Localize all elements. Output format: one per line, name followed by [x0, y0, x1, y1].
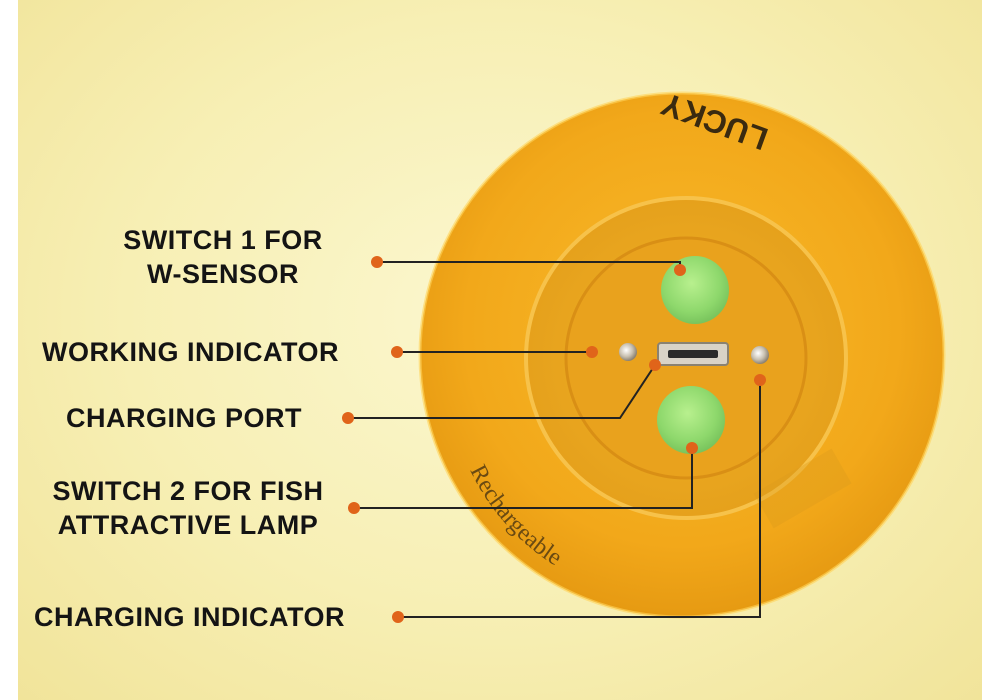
charging-indicator-dot [392, 611, 404, 623]
switch-1-button [661, 256, 729, 324]
switch-2-label-line1: SWITCH 2 FOR FISH [52, 476, 324, 506]
charging-indicator-leader [398, 380, 761, 618]
working-indicator-dot [391, 346, 403, 358]
switch-2-button [657, 386, 725, 454]
switch-1-target-dot [674, 264, 686, 276]
charging-indicator-led [751, 346, 769, 364]
switch-1-label: SWITCH 1 FOR W-SENSOR [98, 223, 348, 291]
charging-port-target-dot [649, 359, 661, 371]
charging-indicator-target-dot [754, 374, 766, 386]
working-indicator-target-dot [586, 346, 598, 358]
charging-indicator-label: CHARGING INDICATOR [34, 602, 345, 632]
charging-port-label: CHARGING PORT [66, 403, 302, 433]
working-indicator-label: WORKING INDICATOR [42, 337, 339, 367]
switch-2-dot [348, 502, 360, 514]
switch-1-label-line1: SWITCH 1 FOR [123, 225, 323, 255]
switch-1-label-line2: W-SENSOR [147, 259, 299, 289]
charging-port-dot [342, 412, 354, 424]
switch-1-dot [371, 256, 383, 268]
charging-port-leader [348, 364, 656, 419]
switch-2-target-dot [686, 442, 698, 454]
working-indicator-led [619, 343, 637, 361]
switch-2-label: SWITCH 2 FOR FISH ATTRACTIVE LAMP [28, 474, 348, 542]
switch-2-label-line2: ATTRACTIVE LAMP [57, 510, 319, 540]
switch-2-leader [354, 448, 693, 509]
